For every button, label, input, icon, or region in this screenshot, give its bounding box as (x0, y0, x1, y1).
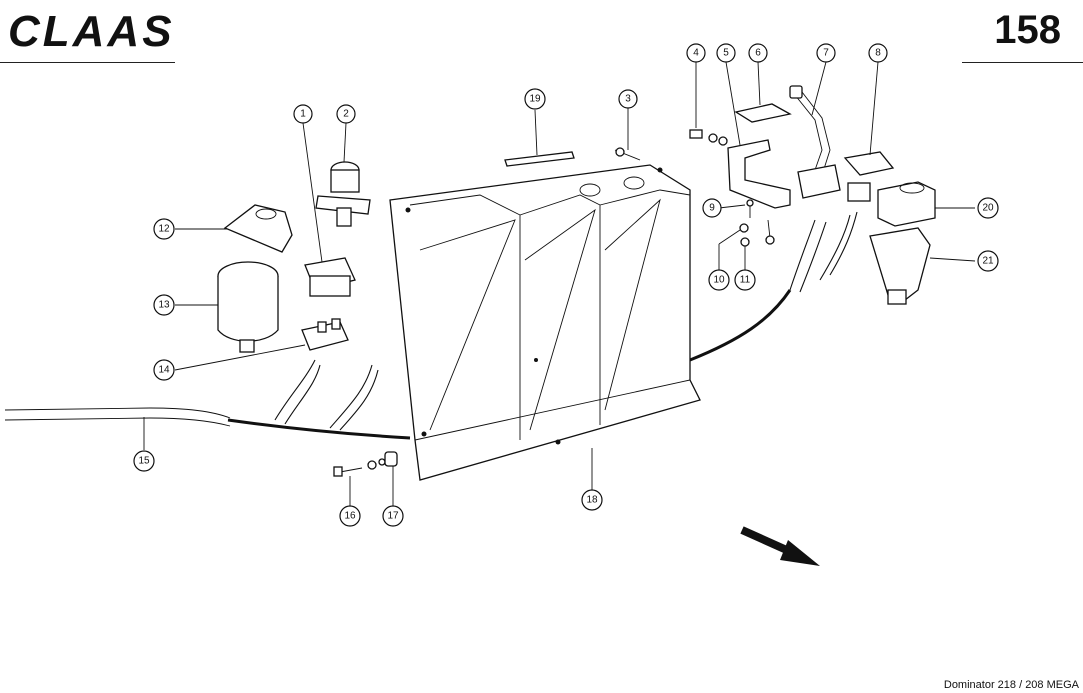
bolt-and-washers (689, 129, 728, 146)
svg-text:7: 7 (823, 48, 829, 59)
screw-set (739, 199, 775, 247)
wiring-harness (4, 211, 858, 440)
svg-text:15: 15 (138, 456, 150, 467)
callout-11: 11 (734, 269, 756, 291)
svg-text:9: 9 (709, 203, 715, 214)
rocker-switch (304, 257, 356, 297)
header-rule-right (962, 62, 1083, 63)
relay-box (877, 181, 936, 227)
mounting-bracket (727, 139, 791, 209)
svg-text:8: 8 (875, 48, 881, 59)
callout-18: 18 (581, 489, 603, 511)
callout-4: 4 (686, 43, 706, 63)
plug-connector (847, 182, 871, 202)
svg-text:10: 10 (713, 275, 725, 286)
svg-text:20: 20 (982, 203, 994, 214)
callout-12: 12 (153, 218, 175, 240)
callout-3: 3 (618, 89, 638, 109)
callout-9: 9 (702, 198, 722, 218)
svg-text:16: 16 (344, 511, 356, 522)
svg-text:6: 6 (755, 48, 761, 59)
callout-13: 13 (153, 294, 175, 316)
svg-text:17: 17 (387, 511, 399, 522)
svg-text:18: 18 (586, 495, 598, 506)
ashtray-insert (217, 261, 279, 353)
bolt-and-nut (333, 451, 398, 477)
svg-text:1: 1 (300, 109, 306, 120)
callout-17: 17 (382, 505, 404, 527)
seal-strip (504, 151, 575, 167)
callout-15: 15 (133, 450, 155, 472)
callout-7: 7 (816, 43, 836, 63)
svg-text:13: 13 (158, 300, 170, 311)
callout-14: 14 (153, 359, 175, 381)
relay-holder (869, 227, 931, 305)
svg-text:11: 11 (740, 275, 751, 286)
multi-function-lever-switch (789, 85, 841, 199)
callout-1: 1 (293, 104, 313, 124)
callout-5: 5 (716, 43, 736, 63)
header-rule-left (0, 62, 175, 63)
callout-20: 20 (977, 197, 999, 219)
svg-text:19: 19 (529, 94, 541, 105)
svg-text:21: 21 (982, 256, 994, 267)
svg-text:3: 3 (625, 94, 631, 105)
callout-21: 21 (977, 250, 999, 272)
page-number: 158 (994, 8, 1061, 52)
svg-text:5: 5 (723, 48, 729, 59)
brand-logo-text: CLAAS (8, 7, 175, 54)
callout-19: 19 (524, 88, 546, 110)
svg-text:4: 4 (693, 48, 699, 59)
callout-8: 8 (868, 43, 888, 63)
screw-part (614, 147, 641, 161)
svg-text:12: 12 (158, 224, 170, 235)
callout-16: 16 (339, 505, 361, 527)
connector-socket (843, 151, 895, 176)
svg-text:2: 2 (343, 109, 349, 120)
svg-text:14: 14 (158, 365, 170, 376)
callout-6: 6 (748, 43, 768, 63)
instrument-panel-housing (389, 164, 701, 481)
arrow-down-right-icon (740, 526, 820, 566)
callout-10: 10 (708, 269, 730, 291)
footer-model-label: Dominator 218 / 208 MEGA (943, 679, 1079, 691)
gauge-cover (223, 204, 293, 253)
callout-leader-lines (143, 61, 976, 506)
callout-2: 2 (336, 104, 356, 124)
claas-logo: CLAAS (8, 7, 175, 54)
cover-plate (734, 103, 792, 123)
wiring-connector-block (301, 318, 349, 351)
ignition-switch (315, 161, 371, 227)
